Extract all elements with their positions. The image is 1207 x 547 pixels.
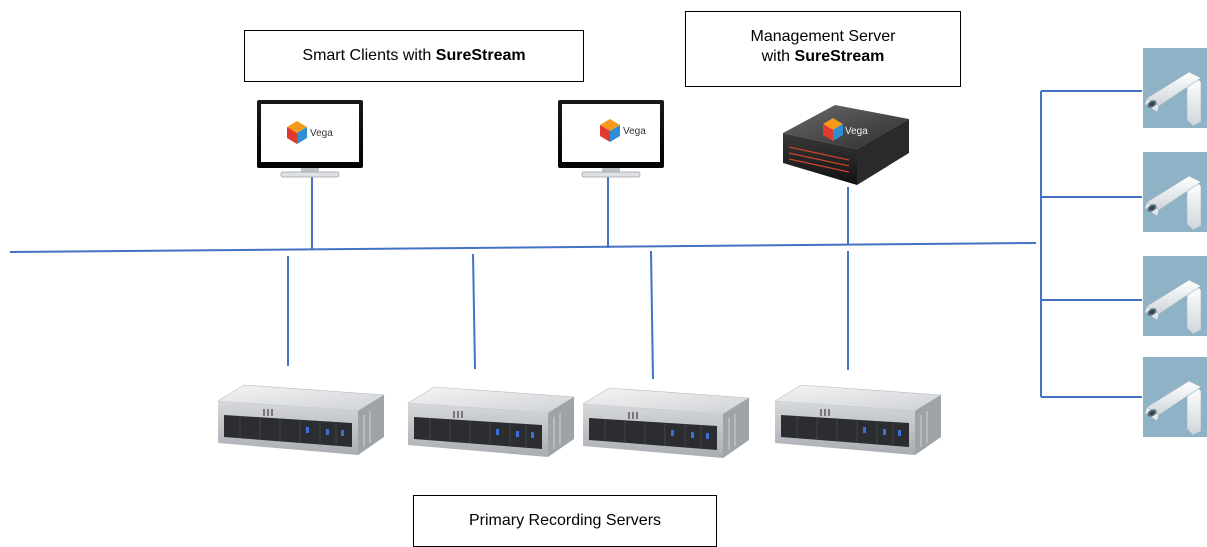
security-camera-icon	[1142, 356, 1207, 438]
recording-servers-label: Primary Recording Servers	[413, 495, 717, 547]
backbone-line	[9, 242, 1037, 253]
security-camera-icon	[1142, 47, 1207, 129]
smart-client-monitor-2: Vega	[557, 99, 665, 178]
smart-clients-label-bold: SureStream	[435, 47, 526, 64]
recording-servers-label-text: Primary Recording Servers	[468, 512, 662, 529]
smart-client-monitor-1: Vega	[256, 99, 364, 178]
management-server-label-line1: Management Server	[750, 28, 896, 45]
camera-2	[1142, 151, 1207, 233]
camera-1	[1142, 47, 1207, 129]
mgmt-logo-text: Vega	[845, 126, 868, 137]
management-server-label-line2: with SureStream	[686, 47, 960, 67]
security-camera-icon	[1142, 151, 1207, 233]
recording-server-4	[774, 384, 942, 456]
management-server-label-line2-text: with	[761, 48, 795, 65]
management-server-label-bold: SureStream	[794, 48, 885, 65]
recording-server-3	[582, 387, 750, 459]
recorder-2-drop	[472, 253, 476, 370]
monitor-2-logo-text: Vega	[623, 126, 646, 137]
security-camera-icon	[1142, 255, 1207, 337]
recording-server-2	[407, 386, 575, 458]
management-server-label: Management Server with SureStream	[685, 11, 961, 87]
management-server: Vega	[783, 105, 909, 185]
recorder-3-drop	[650, 250, 654, 380]
smart-clients-label-text: Smart Clients with	[302, 47, 436, 64]
camera-3	[1142, 255, 1207, 337]
camera-4	[1142, 356, 1207, 438]
monitor-1-logo-text: Vega	[310, 128, 333, 139]
recording-server-1	[217, 384, 385, 456]
smart-clients-label: Smart Clients with SureStream	[244, 30, 584, 82]
network-lines	[9, 90, 1142, 398]
